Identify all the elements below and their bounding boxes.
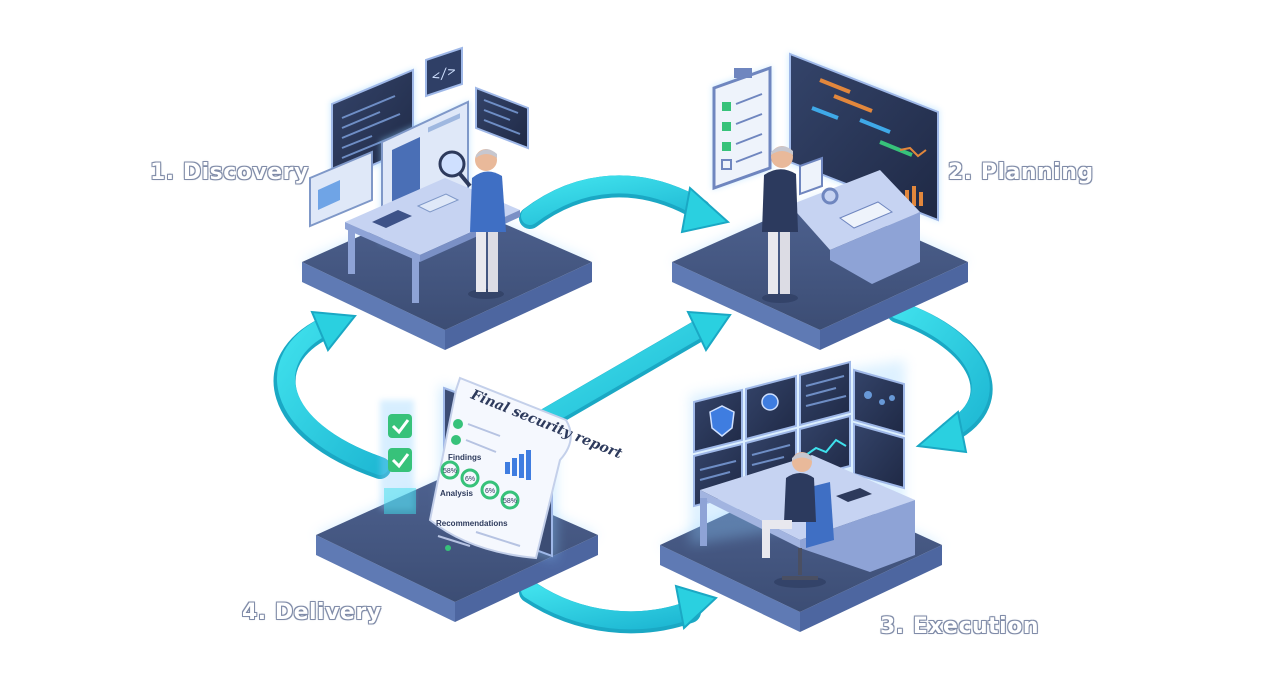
- gantt-screens: [788, 52, 940, 222]
- planning-person: [762, 146, 823, 303]
- discovery-person: [438, 149, 506, 299]
- report-section-findings: Findings: [448, 453, 482, 462]
- stage-label-planning: 2. Planning: [948, 160, 1094, 185]
- planning-scene: [672, 52, 968, 350]
- arrow-left: [273, 310, 391, 479]
- checkbox-list: [721, 93, 763, 170]
- gauge: 58%: [440, 460, 460, 480]
- planning-desk: [790, 170, 920, 284]
- arrow-planning-to-execution: [887, 301, 993, 454]
- gauge: 58%: [500, 490, 520, 510]
- stage-label-discovery: 1. Discovery: [150, 160, 309, 185]
- report-section-recommendations: Recommendations: [436, 519, 508, 528]
- report-bar-chart: [505, 450, 531, 480]
- report-section-analysis: Analysis: [440, 489, 473, 498]
- execution-desk: [700, 455, 915, 572]
- stage-label-delivery: 4. Delivery: [242, 600, 382, 625]
- svg-text:6%: 6%: [485, 488, 495, 495]
- magnifier-icon: [438, 150, 466, 178]
- delivery-scene: Final security report Findings 58% 6% An…: [316, 376, 625, 622]
- execution-person: [762, 452, 834, 588]
- check-icon: [453, 419, 463, 429]
- checklist-clipboard: [712, 65, 772, 191]
- check-badges: [380, 400, 416, 514]
- shield-icon: [709, 405, 735, 437]
- lock-icon: [761, 393, 779, 411]
- execution-scene: [660, 360, 942, 632]
- arrow-discovery-to-planning: [519, 175, 731, 234]
- discovery-scene: </>: [302, 46, 592, 350]
- svg-text:58%: 58%: [503, 498, 517, 505]
- security-report: Final security report Findings 58% 6% An…: [428, 376, 625, 560]
- check-icon: [388, 448, 412, 472]
- gauge: 6%: [460, 468, 480, 488]
- check-icon: [451, 435, 461, 445]
- arrow-bottom: [519, 581, 718, 634]
- check-icon: [388, 414, 412, 438]
- stage-label-execution: 3. Execution: [880, 614, 1040, 639]
- svg-text:58%: 58%: [443, 468, 457, 475]
- svg-text:6%: 6%: [465, 476, 475, 483]
- flow-arrows: [273, 175, 993, 634]
- gauge: 6%: [480, 480, 500, 500]
- arrow-diagonal: [534, 310, 732, 431]
